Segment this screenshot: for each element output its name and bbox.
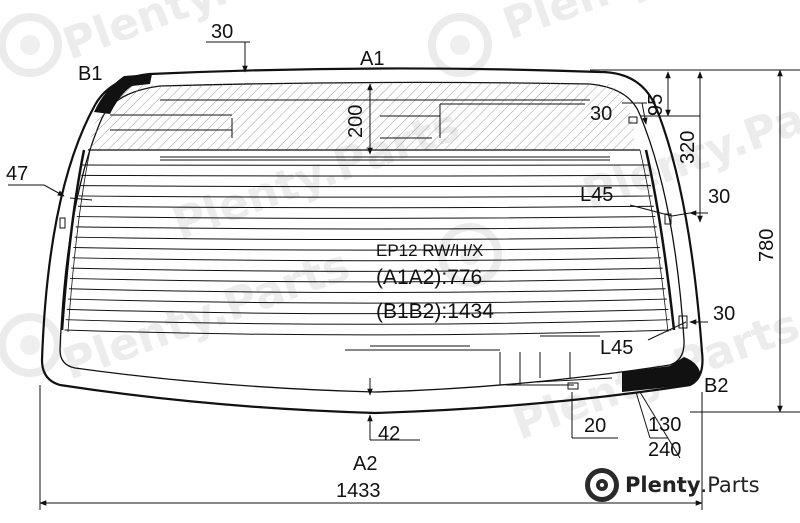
dim-total-width: 1433 — [336, 480, 381, 502]
corner-block-b2 — [622, 357, 700, 392]
watermark-logo-icon — [428, 13, 492, 77]
dim-right-320: 320 — [677, 131, 699, 164]
grid-line — [72, 257, 662, 262]
dim-lower-right-30: 30 — [713, 303, 735, 325]
bus-bar-left — [60, 149, 86, 331]
lower-lines — [345, 335, 613, 386]
grid-line — [74, 236, 659, 241]
dim-height-780: 780 — [756, 229, 778, 262]
dim-band-height: 200 — [345, 105, 367, 138]
point-label-b1: B1 — [78, 63, 102, 85]
watermark-text: Plenty.Parts — [56, 0, 356, 70]
grid-line — [64, 329, 672, 336]
dimension-labels: 30 A1 B1 200 47 95 30 320 L45 30 780 30 … — [6, 21, 778, 502]
grid-line — [71, 267, 663, 272]
grid-line — [76, 216, 656, 219]
model-a1a2: (A1A2):776 — [376, 266, 482, 289]
watermark-text: Plenty.Parts — [496, 0, 796, 50]
dim-bottom-240: 240 — [648, 439, 681, 461]
corner-block-b1 — [94, 74, 152, 114]
dimension-lines — [8, 41, 800, 510]
grid-line — [81, 174, 650, 177]
brand-name-main: Plenty — [625, 473, 701, 497]
point-label-b2: B2 — [704, 375, 728, 397]
glass-outline — [40, 67, 704, 415]
shade-band — [88, 82, 634, 150]
dim-mid-right-30: 30 — [708, 186, 730, 208]
grid-line — [68, 288, 666, 293]
bus-bar-right — [644, 149, 676, 331]
dim-side-inset: 47 — [6, 163, 28, 185]
brand-logo: Plenty.Parts — [585, 468, 760, 502]
brand-name-suffix: .Parts — [701, 473, 760, 497]
grid-line — [70, 277, 665, 283]
dim-bottom-20: 20 — [584, 415, 606, 437]
watermark-logo-icon — [0, 313, 62, 377]
model-info: EP12 RW/H/X (A1A2):776 (B1B2):1434 — [376, 241, 494, 323]
defroster-grid — [64, 164, 672, 336]
dim-bottom-42: 42 — [378, 423, 400, 445]
brand-name: Plenty.Parts — [625, 473, 760, 497]
model-b1b2: (B1B2):1434 — [376, 300, 494, 323]
grid-line — [79, 195, 653, 198]
brake-disc-icon — [585, 468, 619, 502]
grid-line — [73, 247, 660, 251]
grid-line — [77, 205, 654, 209]
grid-line — [80, 185, 652, 188]
bus-bar-left-inner — [67, 149, 91, 333]
dim-top-offset: 30 — [211, 21, 233, 43]
watermark-logo-icon — [0, 13, 62, 77]
dim-top-right-95: 95 — [645, 94, 667, 116]
point-label-a1: A1 — [360, 48, 384, 70]
band-details — [110, 99, 610, 161]
watermark-text: Plenty.Parts — [56, 240, 356, 391]
grid-line — [67, 298, 667, 304]
dim-bottom-130: 130 — [648, 414, 681, 436]
dim-top-right-30: 30 — [590, 103, 612, 125]
terminal-connector — [59, 116, 688, 390]
grid-line — [75, 226, 657, 230]
grid-line — [66, 308, 669, 315]
bus-bar-right-inner — [639, 149, 669, 333]
grid-line — [65, 319, 670, 325]
dim-lower-right-l45: L45 — [600, 337, 633, 359]
dim-mid-right-l45: L45 — [580, 184, 613, 206]
model-code: EP12 RW/H/X — [376, 241, 483, 260]
point-label-a2: A2 — [353, 453, 377, 475]
